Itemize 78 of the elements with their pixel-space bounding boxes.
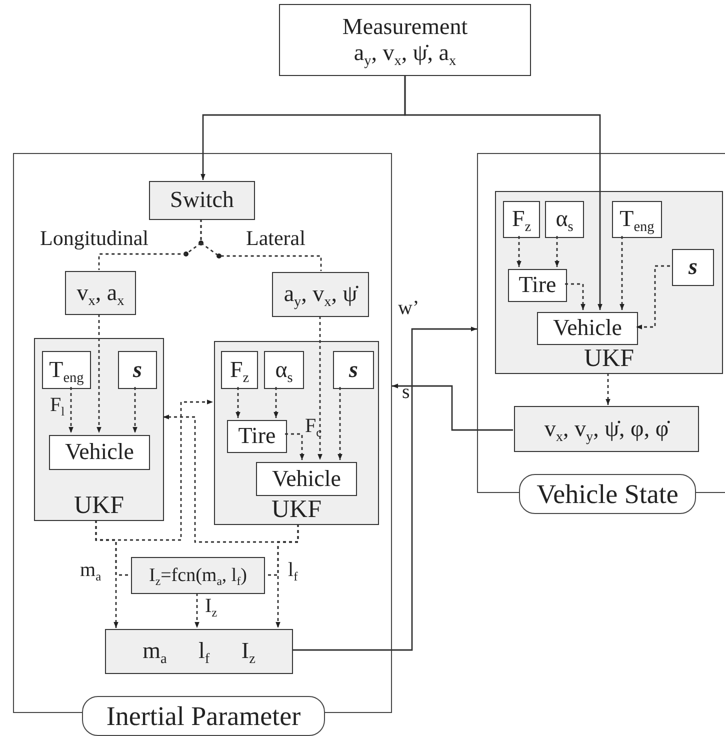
signal-box: [149, 181, 255, 220]
signal-box: [131, 557, 265, 594]
connector-arrow: [96, 314, 102, 433]
group-title: Inertial Parameter: [82, 696, 325, 736]
parameter-box: [118, 351, 157, 389]
filter-label: UKF: [271, 497, 322, 522]
box-text: v$_{x}$, a$_{x}$: [76, 280, 124, 306]
box-text: Vehicle: [65, 439, 134, 466]
connector-arrow: [68, 387, 74, 433]
process-box: [537, 312, 638, 345]
filter-label: UKF: [74, 493, 124, 518]
parameter-box: [333, 351, 374, 389]
edge-label: l$_{f}$: [288, 560, 298, 580]
edge-label: s: [402, 382, 410, 402]
edge-label: I$_{z}$: [205, 596, 218, 616]
connector-arrow: [554, 236, 560, 267]
connector-arrow: [620, 236, 624, 310]
filter-box: [495, 191, 723, 374]
box-text: Vehicle: [553, 315, 622, 342]
box-text: Vehicle: [272, 466, 341, 492]
connector-arrow: [194, 593, 200, 628]
box-text: a$_{y}$, v$_{x}$, ψ̇, a$_{x}$: [354, 40, 456, 66]
signal-box: [272, 272, 369, 317]
box-text: s: [688, 254, 698, 281]
process-box: [279, 4, 531, 76]
box-text: a$_{y}$, v$_{x}$, ψ̇: [284, 281, 358, 308]
switch-label: Longitudinal: [40, 228, 148, 249]
filter-box: [34, 338, 164, 521]
process-box: [42, 351, 91, 389]
connector-arrow: [606, 373, 610, 405]
switch-label: Lateral: [246, 228, 306, 249]
connector-arrow: [292, 326, 477, 651]
connector-arrow: [285, 433, 304, 460]
connector-arrow: [516, 236, 522, 267]
box-text: F$_{z}$: [230, 356, 250, 384]
connector-arrow: [318, 316, 322, 460]
box-text: T$_{eng}$: [620, 206, 654, 233]
connector-arrow: [404, 76, 602, 310]
connector-arrow: [132, 387, 138, 433]
connector-arrow: [565, 283, 586, 310]
process-box: [612, 201, 662, 238]
group-title: Vehicle State: [519, 474, 696, 514]
edge-label: m$_{a}$: [80, 560, 102, 580]
signal-box: [65, 271, 136, 315]
box-text: v$_{x}$, v$_{y}$, ψ̇, φ, φ̇: [544, 416, 669, 442]
box-text: s: [349, 356, 358, 384]
connector-arrow: [236, 387, 240, 418]
parameter-box: [672, 249, 714, 286]
signal-box: [105, 629, 293, 674]
connector-arrow: [274, 387, 278, 418]
box-text: Tire: [238, 423, 276, 450]
edge-label: F$_{l}$: [50, 395, 65, 415]
edge-label: w’: [398, 298, 420, 318]
box-text: T$_{eng}$: [49, 356, 84, 384]
box-text: Switch: [170, 187, 234, 214]
box-text: s: [133, 356, 142, 384]
process-box: [264, 351, 304, 389]
connector-arrow: [636, 265, 670, 330]
filter-box: [214, 341, 379, 525]
signal-box: [514, 406, 699, 452]
connector-arrow: [392, 384, 513, 431]
box-text: m$_{a}$ l$_{f}$ I$_{z}$: [142, 638, 256, 665]
box-text: Tire: [518, 272, 556, 299]
edge-label: F$_{c}$: [305, 416, 322, 436]
box-text: Measurement: [342, 14, 468, 40]
process-box: [503, 201, 540, 238]
process-box: [256, 462, 357, 496]
process-box: [545, 201, 584, 238]
filter-label: UKF: [584, 346, 634, 371]
box-text: I$_{z}$=fcn(m$_{a}$, l$_{f}$): [149, 564, 247, 586]
process-box: [49, 435, 150, 470]
process-box: [227, 420, 287, 453]
connector-arrow: [338, 387, 342, 460]
box-text: F$_{z}$: [512, 206, 532, 233]
process-box: [221, 351, 258, 389]
box-text: α$_{s}$: [275, 356, 293, 384]
box-text: α$_{s}$: [556, 206, 574, 233]
process-box: [508, 269, 567, 302]
